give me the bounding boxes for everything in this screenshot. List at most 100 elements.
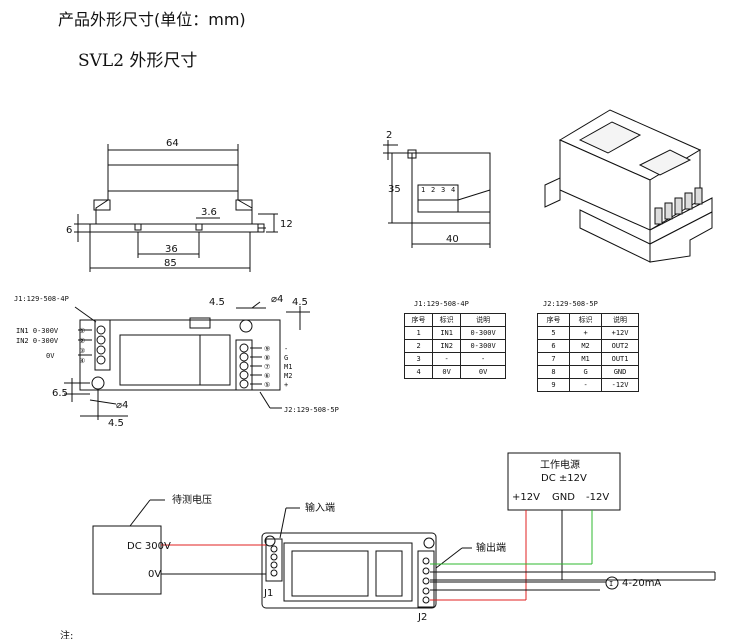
table-cell: -12V	[601, 378, 639, 392]
power-term-gnd: GND	[552, 492, 575, 503]
j2-table-caption: J2:129-508-5P	[543, 300, 598, 308]
table-row: 4 0V 0V	[403, 365, 506, 379]
table-cell: 8	[536, 365, 571, 379]
left-pin-num-4: ④	[79, 357, 85, 365]
measured-voltage-label: 待测电压	[172, 493, 212, 506]
table-cell: 9	[536, 378, 571, 392]
table-cell: 5	[536, 326, 571, 340]
table-row: 8 G GND	[536, 365, 639, 379]
table-row: 1 IN1 0-300V	[403, 326, 506, 340]
top-view-left-pins: IN1 0-300V ① IN2 0-300V ② ③ 0V ④	[16, 327, 85, 365]
side-pin-4: 4	[451, 186, 455, 194]
table-row: 7 M1 OUT1	[536, 352, 639, 366]
table-row: 2 IN2 0-300V	[403, 339, 506, 353]
side-pin-3: 3	[441, 186, 445, 194]
table-cell: OUT2	[601, 339, 639, 353]
dim-top-d2: 4.5	[292, 297, 308, 308]
table-cell: 6	[536, 339, 571, 353]
left-pin-num-1: ①	[79, 327, 85, 335]
j2-col-desc: 说明	[601, 313, 639, 327]
dim-front-left: 6	[66, 225, 72, 236]
current-meter-symbol: I	[609, 580, 613, 588]
isometric-view	[544, 109, 713, 263]
j1-col-no: 序号	[403, 313, 434, 327]
j1-table-caption: J1:129-508-4P	[414, 300, 469, 308]
j2-col-mark: 标识	[569, 313, 603, 327]
table-cell: 0-300V	[460, 326, 506, 340]
source-dc-label: DC 300V	[127, 541, 171, 552]
right-pin-num-8: ⑧	[264, 354, 270, 362]
dim-top-d3: 6.5	[52, 388, 68, 399]
dim-side-height: 35	[388, 184, 401, 195]
right-pin-num-7: ⑦	[264, 363, 270, 371]
table-cell: -	[569, 378, 603, 392]
table-row: 3 - -	[403, 352, 506, 366]
j1-terminal-tag: J1	[263, 588, 273, 599]
front-view	[74, 144, 278, 272]
table-header-row: 序号 标识 说明	[536, 313, 639, 327]
j1-col-mark: 标识	[432, 313, 462, 327]
top-view-right-pins: ⑨ - ⑧ G ⑦ M1 ⑥ M2 ⑤ +	[264, 345, 292, 389]
output-terminal-label: 输出端	[476, 541, 506, 554]
table-cell: G	[569, 365, 603, 379]
input-terminal-label: 输入端	[305, 501, 335, 514]
table-cell: IN2	[432, 339, 462, 353]
table-cell: 0V	[460, 365, 506, 379]
left-pin-label-2: IN2 0-300V	[16, 337, 59, 345]
table-cell: IN1	[432, 326, 462, 340]
table-row: 9 - -12V	[536, 378, 639, 392]
page-subtitle: SVL2 外形尺寸	[78, 51, 198, 71]
side-view	[383, 140, 491, 248]
table-cell: 4	[403, 365, 434, 379]
side-view-pins: 1 2 3 4	[421, 186, 455, 194]
power-box-spec: DC ±12V	[541, 473, 587, 484]
table-cell: +12V	[601, 326, 639, 340]
table-cell: 3	[403, 352, 434, 366]
dim-top-hole1: ⌀4	[271, 294, 283, 305]
j2-pin-table: 序号 标识 说明 5 + +12V 6 M2 OUT2 7 M1 OUT1 8 …	[536, 313, 639, 392]
table-cell: M2	[569, 339, 603, 353]
dim-side-width: 40	[446, 234, 459, 245]
right-pin-num-9: ⑨	[264, 345, 270, 353]
footer-mark: 注:	[60, 629, 73, 639]
right-pin-label-7: M1	[284, 363, 292, 371]
table-cell: 0V	[432, 365, 462, 379]
wiring-diagram	[92, 452, 716, 609]
dim-top-d1: 4.5	[209, 297, 225, 308]
dim-top-hole2: ⌀4	[116, 400, 128, 411]
table-row: 5 + +12V	[536, 326, 639, 340]
j1-connector-label: J1:129-508-4P	[14, 295, 69, 303]
power-box-title: 工作电源	[540, 458, 580, 471]
table-cell: M1	[569, 352, 603, 366]
left-pin-label-1: IN1 0-300V	[16, 327, 59, 335]
top-view	[64, 301, 310, 420]
power-term-plus12: +12V	[512, 492, 540, 503]
j1-pin-table: 序号 标识 说明 1 IN1 0-300V 2 IN2 0-300V 3 - -…	[403, 313, 506, 379]
table-cell: -	[460, 352, 506, 366]
right-pin-num-6: ⑥	[264, 372, 270, 380]
table-header-row: 序号 标识 说明	[403, 313, 506, 327]
dim-side-top: 2	[386, 130, 392, 141]
side-pin-1: 1	[421, 186, 425, 194]
source-0v-label: 0V	[148, 569, 161, 580]
left-pin-label-4: 0V	[46, 352, 55, 360]
power-term-minus12: -12V	[586, 492, 609, 503]
left-pin-num-2: ②	[79, 337, 85, 345]
j1-col-desc: 说明	[460, 313, 506, 327]
left-pin-num-3: ③	[79, 347, 85, 355]
table-cell: GND	[601, 365, 639, 379]
right-pin-label-5: +	[284, 381, 288, 389]
j2-col-no: 序号	[536, 313, 571, 327]
table-cell: -	[432, 352, 462, 366]
dim-top-d4: 4.5	[108, 418, 124, 429]
table-cell: 2	[403, 339, 434, 353]
table-row: 6 M2 OUT2	[536, 339, 639, 353]
table-cell: 0-300V	[460, 339, 506, 353]
dim-front-width: 64	[166, 138, 179, 149]
dim-front-pitch: 36	[165, 244, 178, 255]
table-cell: 1	[403, 326, 434, 340]
dim-front-height: 12	[280, 219, 293, 230]
table-cell: OUT1	[601, 352, 639, 366]
current-output-label: 4-20mA	[622, 578, 661, 589]
